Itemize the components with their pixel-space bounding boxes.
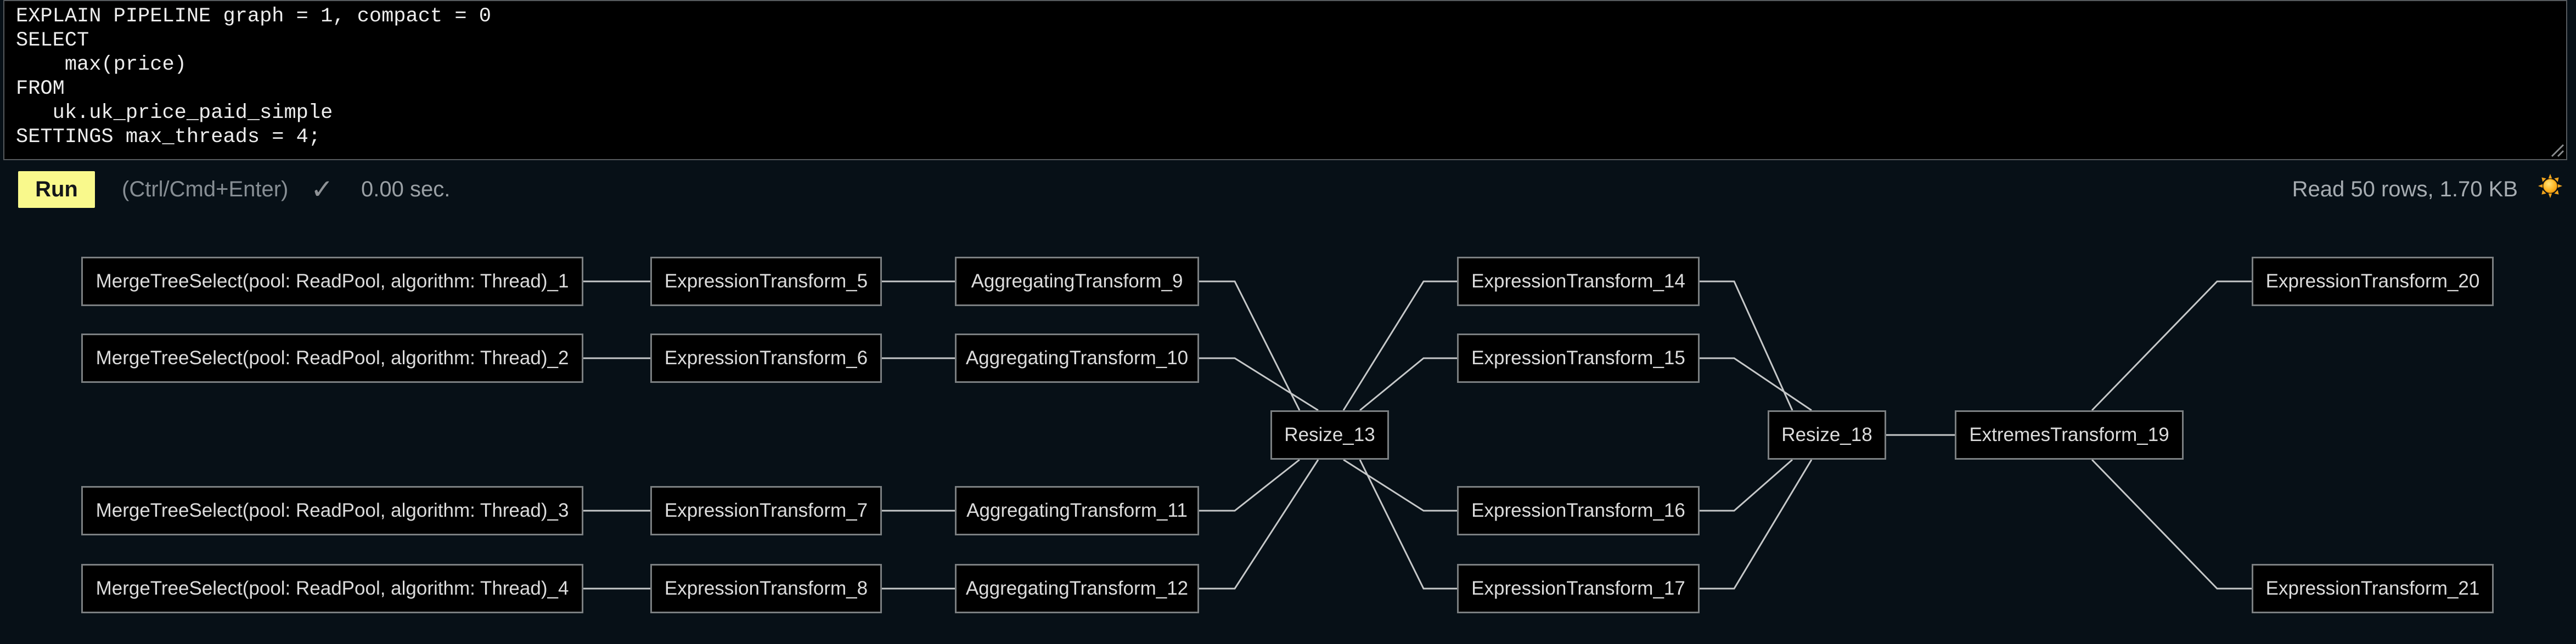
graph-node-et21: ExpressionTransform_21 [2252, 564, 2494, 613]
graph-node-at11: AggregatingTransform_11 [955, 486, 1199, 535]
edge-ext19-et21 [2091, 459, 2252, 590]
edge-et14-r18 [1700, 280, 1793, 411]
graph-node-et7: ExpressionTransform_7 [650, 486, 882, 535]
edge-et15-r18 [1700, 357, 1812, 411]
success-check-icon: ✓ [311, 174, 334, 205]
graph-node-mts4: MergeTreeSelect(pool: ReadPool, algorith… [81, 564, 583, 613]
graph-node-r13: Resize_13 [1270, 410, 1389, 460]
graph-node-at10: AggregatingTransform_10 [955, 334, 1199, 383]
sql-query-text[interactable]: EXPLAIN PIPELINE graph = 1, compact = 0 … [16, 5, 491, 149]
edge-ext19-et20 [2091, 280, 2252, 411]
edge-r13-et17 [1359, 459, 1457, 590]
edge-et17-r18 [1700, 459, 1813, 590]
graph-node-et14: ExpressionTransform_14 [1457, 257, 1700, 306]
edge-at12-r13 [1199, 459, 1319, 590]
shortcut-hint: (Ctrl/Cmd+Enter) [122, 177, 289, 201]
graph-node-at12: AggregatingTransform_12 [955, 564, 1199, 613]
edge-at10-r13 [1199, 357, 1319, 411]
graph-node-et15: ExpressionTransform_15 [1457, 334, 1700, 383]
edge-r13-et15 [1359, 357, 1457, 411]
graph-node-mts2: MergeTreeSelect(pool: ReadPool, algorith… [81, 334, 583, 383]
edge-at11-r13 [1199, 459, 1300, 512]
edge-r13-et14 [1342, 280, 1457, 411]
sun-icon[interactable] [2538, 173, 2563, 199]
edge-r13-et16 [1343, 459, 1457, 512]
read-stats: Read 50 rows, 1.70 KB [2292, 177, 2518, 201]
textarea-resize-handle-icon[interactable] [2546, 139, 2565, 158]
graph-node-r18: Resize_18 [1768, 410, 1886, 460]
graph-node-et6: ExpressionTransform_6 [650, 334, 882, 383]
graph-node-et5: ExpressionTransform_5 [650, 257, 882, 306]
run-button[interactable]: Run [18, 171, 95, 208]
sql-editor[interactable]: EXPLAIN PIPELINE graph = 1, compact = 0 … [3, 0, 2567, 160]
graph-node-et8: ExpressionTransform_8 [650, 564, 882, 613]
graph-node-et20: ExpressionTransform_20 [2252, 257, 2494, 306]
graph-node-mts3: MergeTreeSelect(pool: ReadPool, algorith… [81, 486, 583, 535]
graph-node-mts1: MergeTreeSelect(pool: ReadPool, algorith… [81, 257, 583, 306]
graph-node-at9: AggregatingTransform_9 [955, 257, 1199, 306]
edge-et16-r18 [1700, 459, 1793, 512]
graph-node-ext19: ExtremesTransform_19 [1955, 410, 2184, 460]
graph-node-et17: ExpressionTransform_17 [1457, 564, 1700, 613]
edge-at9-r13 [1199, 280, 1301, 411]
graph-node-et16: ExpressionTransform_16 [1457, 486, 1700, 535]
elapsed-time: 0.00 sec. [361, 177, 451, 201]
